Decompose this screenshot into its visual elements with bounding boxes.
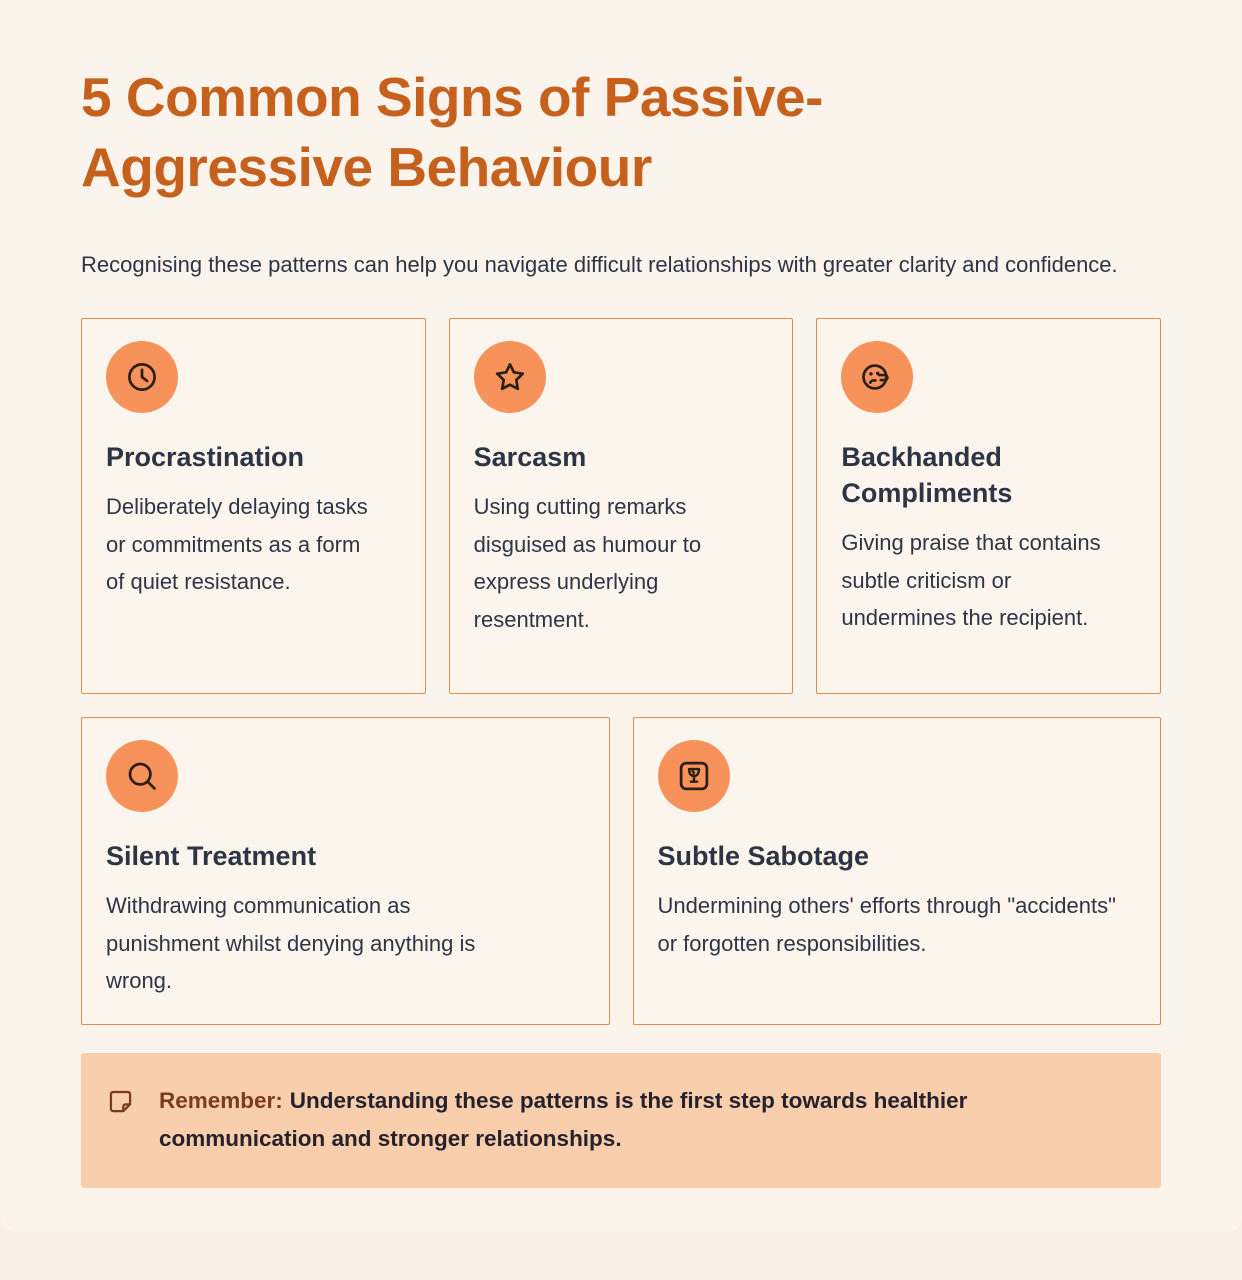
page-title: 5 Common Signs of Passive-Aggressive Beh… [81, 66, 823, 198]
icon-circle [841, 341, 914, 413]
card-backhanded-compliments: Backhanded Compliments Giving praise tha… [816, 318, 1161, 694]
card-title: Subtle Sabotage [657, 841, 870, 871]
icon-circle [657, 740, 730, 812]
fragile-glass-icon [679, 761, 708, 791]
card-silent-treatment: Silent Treatment Withdrawing communicati… [81, 717, 610, 1025]
card-procrastination: Procrastination Deliberately delaying ta… [81, 318, 426, 694]
card-title: Procrastination [106, 442, 305, 472]
reminder-message: Understanding these patterns is the firs… [159, 1087, 968, 1151]
card-title: Silent Treatment [106, 841, 317, 871]
card-body: Deliberately delaying tasks or commitmen… [106, 494, 368, 594]
reminder-banner: Remember:Understanding these patterns is… [81, 1052, 1161, 1188]
infographic-sheet: 5 Common Signs of Passive-Aggressive Beh… [81, 66, 1161, 1188]
page-subtitle: Recognising these patterns can help you … [81, 252, 1118, 277]
reminder-label: Remember: [159, 1087, 283, 1113]
card-body: Using cutting remarks disguised as humou… [473, 494, 702, 632]
card-subtle-sabotage: Subtle Sabotage Undermining others' effo… [632, 717, 1161, 1025]
icon-circle [106, 740, 178, 812]
reminder-text: Remember:Understanding these patterns is… [159, 1082, 1109, 1158]
clock-icon [128, 363, 156, 391]
card-body: Undermining others' efforts through "acc… [657, 893, 1116, 956]
icon-circle [473, 341, 546, 413]
card-title: Sarcasm [473, 442, 587, 472]
card-title: Backhanded Compliments [841, 442, 1013, 508]
icon-circle [106, 341, 178, 413]
cards-row-bottom: Silent Treatment Withdrawing communicati… [81, 717, 1161, 1025]
star-icon [495, 363, 524, 391]
magnifier-icon [128, 762, 156, 790]
cards-grid: Procrastination Deliberately delaying ta… [81, 318, 1161, 1025]
sticky-note-icon [107, 1088, 134, 1120]
card-body: Withdrawing communication as punishment … [106, 893, 476, 993]
lying-face-icon [862, 364, 889, 390]
card-body: Giving praise that contains subtle criti… [841, 530, 1101, 630]
card-sarcasm: Sarcasm Using cutting remarks disguised … [448, 318, 794, 694]
cards-row-top: Procrastination Deliberately delaying ta… [81, 318, 1161, 694]
